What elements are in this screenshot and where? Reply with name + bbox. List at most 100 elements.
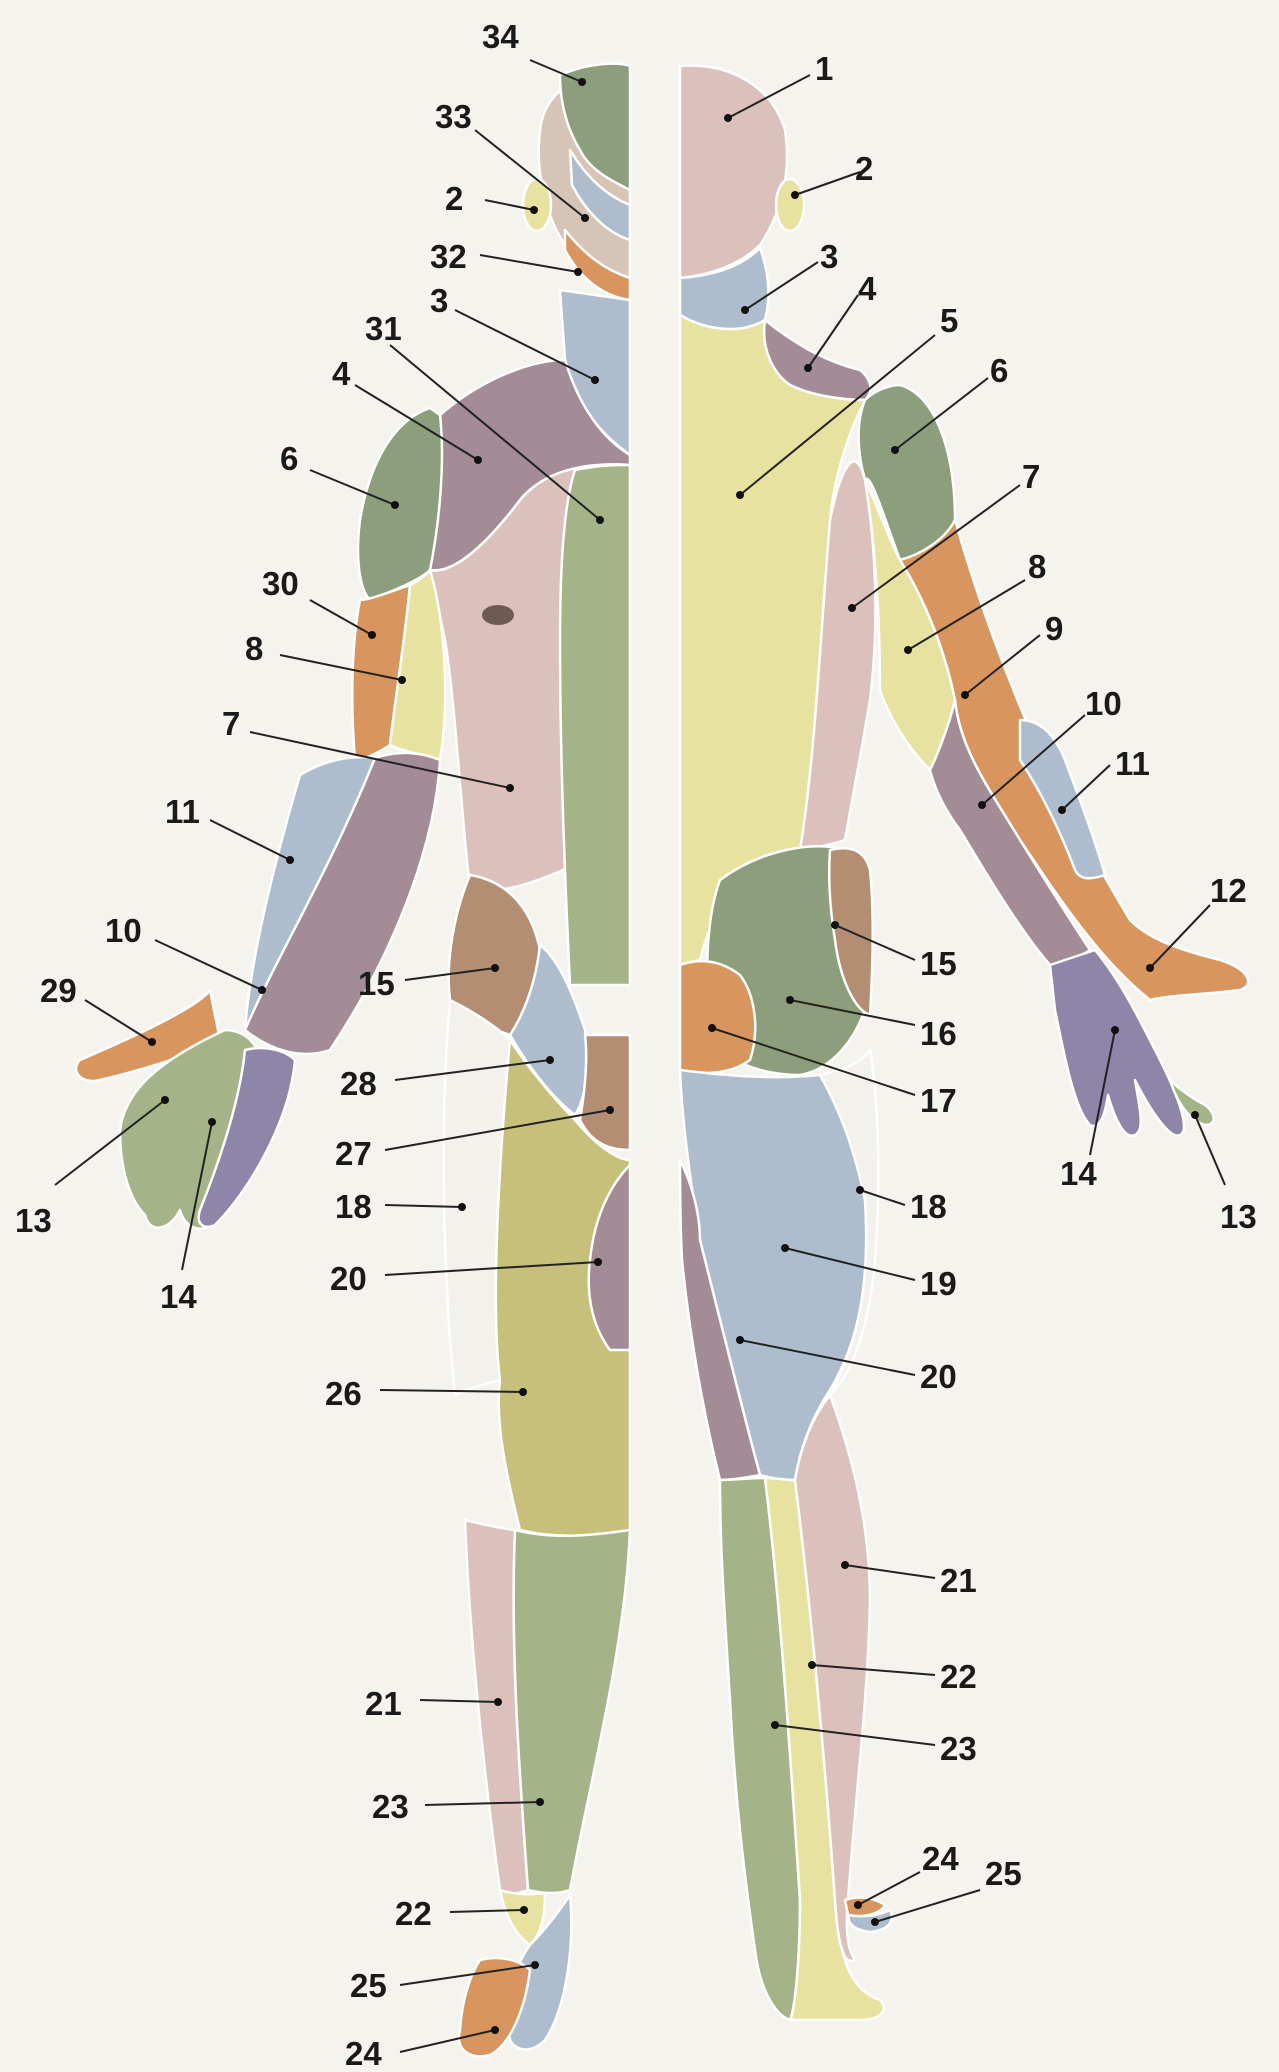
label-17: 17: [920, 1082, 957, 1119]
dot-14a: [208, 1118, 216, 1126]
label-1: 1: [815, 50, 833, 87]
label-12: 12: [1210, 872, 1247, 909]
dot-5: [736, 491, 744, 499]
back-head-zone-1: [680, 65, 787, 278]
center-gap: [631, 55, 677, 2050]
leader-11a: [210, 820, 290, 860]
dot-10a: [258, 986, 266, 994]
dot-3a: [591, 376, 599, 384]
dot-16: [786, 996, 794, 1004]
dot-29: [148, 1038, 156, 1046]
dot-33: [581, 214, 589, 222]
dot-7b: [848, 604, 856, 612]
dot-34: [578, 78, 586, 86]
nipple: [482, 605, 514, 625]
label-9: 9: [1045, 610, 1063, 647]
dot-28: [546, 1056, 554, 1064]
dot-20a: [594, 1258, 602, 1266]
label-31: 31: [365, 310, 402, 347]
dot-23b: [771, 1721, 779, 1729]
dot-21a: [494, 1698, 502, 1706]
label-15-back: 15: [920, 945, 957, 982]
dot-19: [781, 1244, 789, 1252]
dot-14b: [1111, 1026, 1119, 1034]
leader-4b: [808, 295, 858, 368]
label-23-back: 23: [940, 1730, 977, 1767]
leader-13b: [1195, 1115, 1225, 1185]
dot-8a: [398, 676, 406, 684]
label-14-front: 14: [160, 1278, 197, 1315]
dot-13a: [161, 1096, 169, 1104]
posterior-figure: [680, 65, 1248, 2020]
label-24-back: 24: [922, 1840, 959, 1877]
dot-20b: [736, 1336, 744, 1344]
front-midline-zone-31: [560, 465, 630, 985]
label-23-front: 23: [372, 1788, 409, 1825]
label-8-back: 8: [1028, 548, 1046, 585]
dot-11a: [286, 856, 294, 864]
label-11-front: 11: [165, 793, 200, 830]
label-2-front: 2: [445, 180, 463, 217]
dot-10b: [978, 801, 986, 809]
label-34: 34: [482, 18, 519, 55]
label-28: 28: [340, 1065, 377, 1102]
dot-8b: [904, 646, 912, 654]
dot-15b: [831, 921, 839, 929]
front-leg-zone-23: [514, 1530, 630, 1893]
label-2-back: 2: [855, 150, 873, 187]
dot-2a: [530, 206, 538, 214]
label-10-front: 10: [105, 912, 142, 949]
label-7-front: 7: [222, 705, 240, 742]
dot-17: [708, 1024, 716, 1032]
dot-4a: [474, 456, 482, 464]
dot-12: [1146, 964, 1154, 972]
dot-7a: [506, 784, 514, 792]
label-25-back: 25: [985, 1855, 1022, 1892]
leader-25b: [875, 1890, 980, 1922]
dot-9: [961, 691, 969, 699]
dot-23a: [536, 1798, 544, 1806]
dot-15a: [491, 964, 499, 972]
label-13-back: 13: [1220, 1198, 1257, 1235]
label-6-back: 6: [990, 352, 1008, 389]
dot-18a: [458, 1203, 466, 1211]
label-3-front: 3: [430, 282, 448, 319]
dot-1: [724, 114, 732, 122]
dot-25a: [531, 1961, 539, 1969]
label-20-back: 20: [920, 1358, 957, 1395]
dot-13b: [1191, 1111, 1199, 1119]
label-18-front: 18: [335, 1188, 372, 1225]
label-24-front: 24: [345, 2035, 382, 2072]
label-16: 16: [920, 1015, 957, 1052]
label-4-front: 4: [332, 355, 351, 392]
dot-6b: [891, 446, 899, 454]
dot-22a: [520, 1906, 528, 1914]
label-10-back: 10: [1085, 685, 1122, 722]
label-7-back: 7: [1022, 458, 1040, 495]
dot-32: [574, 268, 582, 276]
leader-32: [480, 255, 578, 272]
label-19: 19: [920, 1265, 957, 1302]
label-21-front: 21: [365, 1685, 402, 1722]
dot-2b: [791, 191, 799, 199]
dot-3b: [741, 306, 749, 314]
label-25-front: 25: [350, 1967, 387, 2004]
label-8-front: 8: [245, 630, 263, 667]
label-22-back: 22: [940, 1658, 977, 1695]
label-5: 5: [940, 302, 958, 339]
label-33: 33: [435, 98, 472, 135]
label-32: 32: [430, 238, 467, 275]
label-18-back: 18: [910, 1188, 947, 1225]
label-20-front: 20: [330, 1260, 367, 1297]
dot-24b: [854, 1901, 862, 1909]
leader-29: [85, 1000, 152, 1042]
label-3-back: 3: [820, 238, 838, 275]
dot-31: [596, 516, 604, 524]
label-4-back: 4: [858, 270, 877, 307]
dot-4b: [804, 364, 812, 372]
dot-6a: [391, 501, 399, 509]
leader-10a: [155, 940, 262, 990]
dot-21b: [841, 1561, 849, 1569]
